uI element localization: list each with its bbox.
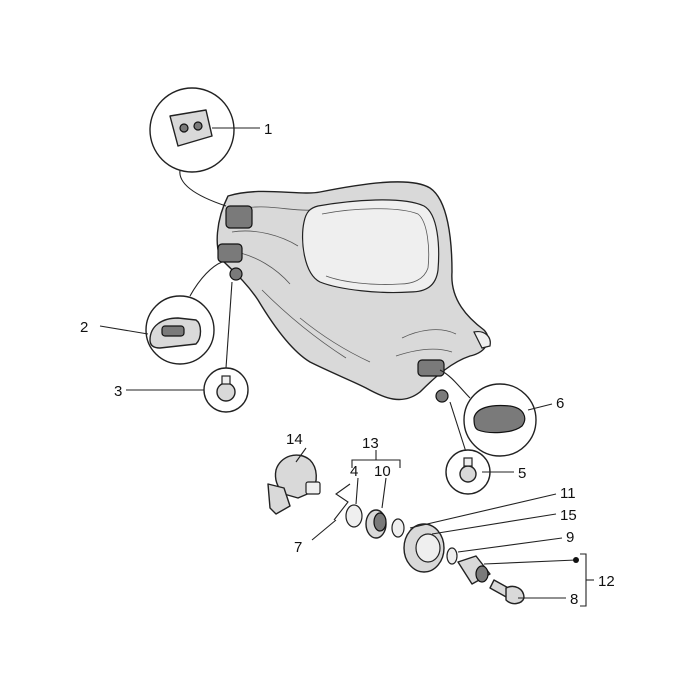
callout-1: 1	[264, 121, 272, 138]
callout-14: 14	[286, 431, 303, 448]
indicator-socket-right	[435, 389, 449, 403]
callout-13: 13	[362, 435, 379, 452]
bulb-part-left	[216, 382, 236, 402]
spring-clip-part	[333, 483, 351, 521]
bulb-part-right	[459, 465, 477, 483]
callout-8: 8	[570, 591, 578, 608]
indicator-socket-left	[229, 267, 243, 281]
switch-cutout-lower	[217, 243, 243, 263]
detail-bubble-1	[149, 87, 235, 207]
key-part	[489, 579, 525, 605]
handlebar-cover	[216, 181, 491, 403]
o-ring-part	[345, 504, 363, 528]
lock-barrel-part	[457, 555, 491, 585]
switch-block-part	[169, 109, 213, 147]
callout-2: 2	[80, 319, 88, 336]
callout-12: 12	[598, 573, 615, 590]
callout-6: 6	[556, 395, 564, 412]
callout-9: 9	[566, 529, 574, 546]
cover-ring-part	[403, 523, 445, 573]
callout-7: 7	[294, 539, 302, 556]
detail-bubble-6	[439, 369, 537, 457]
detail-bubble-2	[145, 261, 223, 365]
washer-part	[391, 518, 405, 538]
right-switch-cover-part	[473, 404, 526, 434]
switch-cutout-right	[417, 359, 445, 377]
callout-5: 5	[518, 465, 526, 482]
callout-15: 15	[560, 507, 577, 524]
detail-bubble-5	[445, 401, 491, 495]
lock-housing-part	[267, 454, 321, 515]
switch-cutout-upper	[225, 205, 253, 229]
callout-4: 4	[350, 463, 358, 480]
detail-bubble-3	[203, 281, 249, 413]
callout-3: 3	[114, 383, 122, 400]
bush-part	[365, 509, 387, 539]
small-o-ring-part	[446, 547, 458, 565]
callout-10: 10	[374, 463, 391, 480]
callout-11: 11	[560, 485, 576, 502]
